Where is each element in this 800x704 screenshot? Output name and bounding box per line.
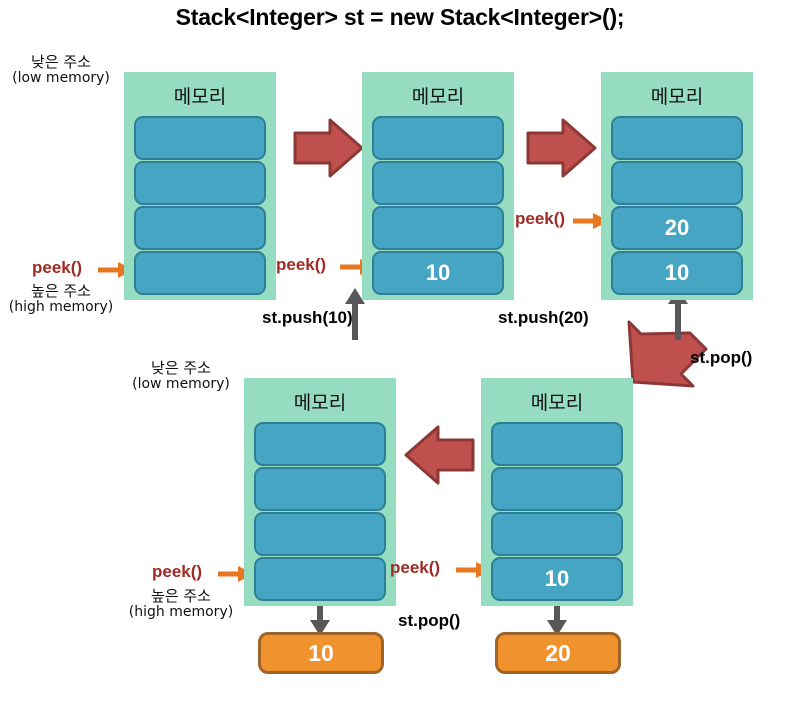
stack-cell[interactable] bbox=[134, 206, 266, 250]
stack-cell[interactable] bbox=[491, 467, 623, 511]
memory-title-5: 메모리 bbox=[530, 392, 584, 414]
memory-title-1: 메모리 bbox=[173, 86, 227, 108]
stack-cell[interactable] bbox=[611, 161, 743, 205]
red-arrow-pop-left bbox=[404, 425, 475, 485]
peek-label-5: peek() bbox=[390, 558, 441, 577]
stack-cell-top[interactable] bbox=[134, 251, 266, 295]
stack-cell[interactable] bbox=[372, 161, 504, 205]
stack-cell[interactable] bbox=[134, 161, 266, 205]
stack-cell[interactable]: 10 bbox=[611, 251, 743, 295]
memory-title-2: 메모리 bbox=[411, 86, 465, 108]
high-memory-label-2: 높은 주소 (high memory) bbox=[128, 587, 234, 620]
memory-container-4: 메모리 bbox=[244, 378, 396, 606]
stack-cell[interactable] bbox=[372, 116, 504, 160]
stack-cell-top[interactable] bbox=[254, 557, 386, 601]
stack-cell[interactable] bbox=[134, 116, 266, 160]
memory-container-2: 메모리 10 bbox=[362, 72, 514, 300]
peek-label-2: peek() bbox=[276, 255, 327, 274]
peek-label-3: peek() bbox=[515, 209, 566, 228]
memory-container-3: 메모리 20 10 bbox=[601, 72, 753, 300]
pop-label-2: st.pop() bbox=[398, 611, 461, 630]
low-memory-label-1: 낮은 주소 (low memory) bbox=[12, 53, 110, 86]
red-arrow-push10 bbox=[293, 118, 364, 178]
popped-value-box: 20 bbox=[495, 632, 621, 674]
stack-cell[interactable] bbox=[491, 512, 623, 556]
memory-title-3: 메모리 bbox=[650, 86, 704, 108]
stack-cell[interactable] bbox=[254, 422, 386, 466]
stack-cell[interactable] bbox=[491, 422, 623, 466]
page-title: Stack<Integer> st = new Stack<Integer>()… bbox=[175, 4, 625, 30]
push-20-label: st.push(20) bbox=[498, 308, 589, 327]
peek-label-4: peek() bbox=[152, 562, 203, 581]
stack-cell-top[interactable]: 10 bbox=[372, 251, 504, 295]
stack-cell-top[interactable]: 10 bbox=[491, 557, 623, 601]
memory-container-5: 메모리 10 bbox=[481, 378, 633, 606]
red-arrow-push20 bbox=[526, 118, 597, 178]
memory-container-1: 메모리 bbox=[124, 72, 276, 300]
stack-cell[interactable] bbox=[611, 116, 743, 160]
memory-title-4: 메모리 bbox=[293, 392, 347, 414]
stack-cell[interactable] bbox=[372, 206, 504, 250]
high-memory-label-1: 높은 주소 (high memory) bbox=[8, 282, 114, 315]
stack-cell[interactable] bbox=[254, 512, 386, 556]
stack-cell-top[interactable]: 20 bbox=[611, 206, 743, 250]
peek-label-1: peek() bbox=[32, 258, 83, 277]
push-10-label: st.push(10) bbox=[262, 308, 353, 327]
popped-value-box: 10 bbox=[258, 632, 384, 674]
pop-label-1: st.pop() bbox=[690, 348, 753, 367]
stack-cell[interactable] bbox=[254, 467, 386, 511]
low-memory-label-2: 낮은 주소 (low memory) bbox=[132, 359, 230, 392]
